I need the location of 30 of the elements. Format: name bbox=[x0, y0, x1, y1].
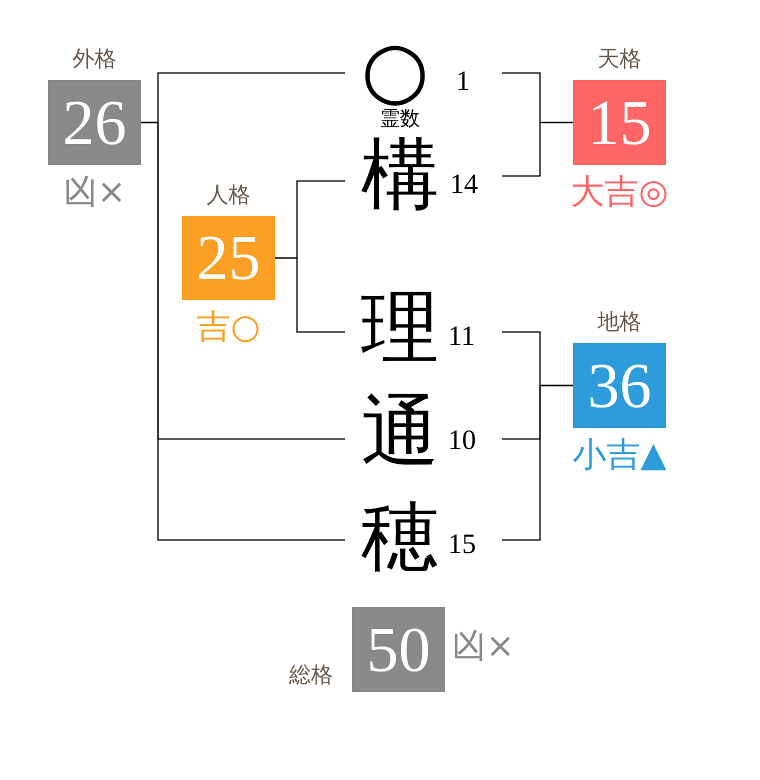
score-tile: 36 bbox=[573, 343, 666, 428]
fortune-rating: 凶× bbox=[452, 629, 514, 663]
fortune-rating: 小吉▲ bbox=[572, 438, 667, 472]
bracket-line bbox=[502, 122, 573, 177]
stroke-count: 14 bbox=[450, 171, 478, 199]
name-character: 構 bbox=[361, 136, 439, 214]
category-label: 地格 bbox=[598, 312, 642, 334]
fortune-rating: 凶× bbox=[63, 175, 126, 209]
category-label: 外格 bbox=[72, 49, 116, 71]
category-label: 総格 bbox=[289, 665, 333, 687]
name-character: 理 bbox=[361, 289, 439, 367]
score-tile: 15 bbox=[573, 80, 666, 165]
score-tile: 50 bbox=[352, 607, 445, 692]
category-label: 天格 bbox=[598, 49, 642, 71]
stroke-count: 10 bbox=[448, 427, 476, 455]
stroke-count: 11 bbox=[448, 323, 475, 351]
name-character: 穂 bbox=[361, 498, 439, 576]
fortune-rating: 大吉◎ bbox=[570, 175, 668, 209]
stroke-count: 1 bbox=[456, 68, 470, 96]
bracket-line bbox=[275, 257, 345, 333]
fortune-rating: 吉○ bbox=[196, 310, 260, 344]
character-caption: 霊数 bbox=[380, 108, 420, 128]
bracket-line bbox=[502, 384, 573, 541]
name-character: ○ bbox=[361, 31, 430, 109]
category-label: 人格 bbox=[206, 185, 250, 207]
score-tile: 26 bbox=[48, 80, 141, 165]
bracket-line bbox=[141, 122, 345, 541]
score-tile: 25 bbox=[182, 216, 275, 300]
stroke-count: 15 bbox=[448, 531, 476, 559]
name-character: 通 bbox=[361, 393, 439, 471]
